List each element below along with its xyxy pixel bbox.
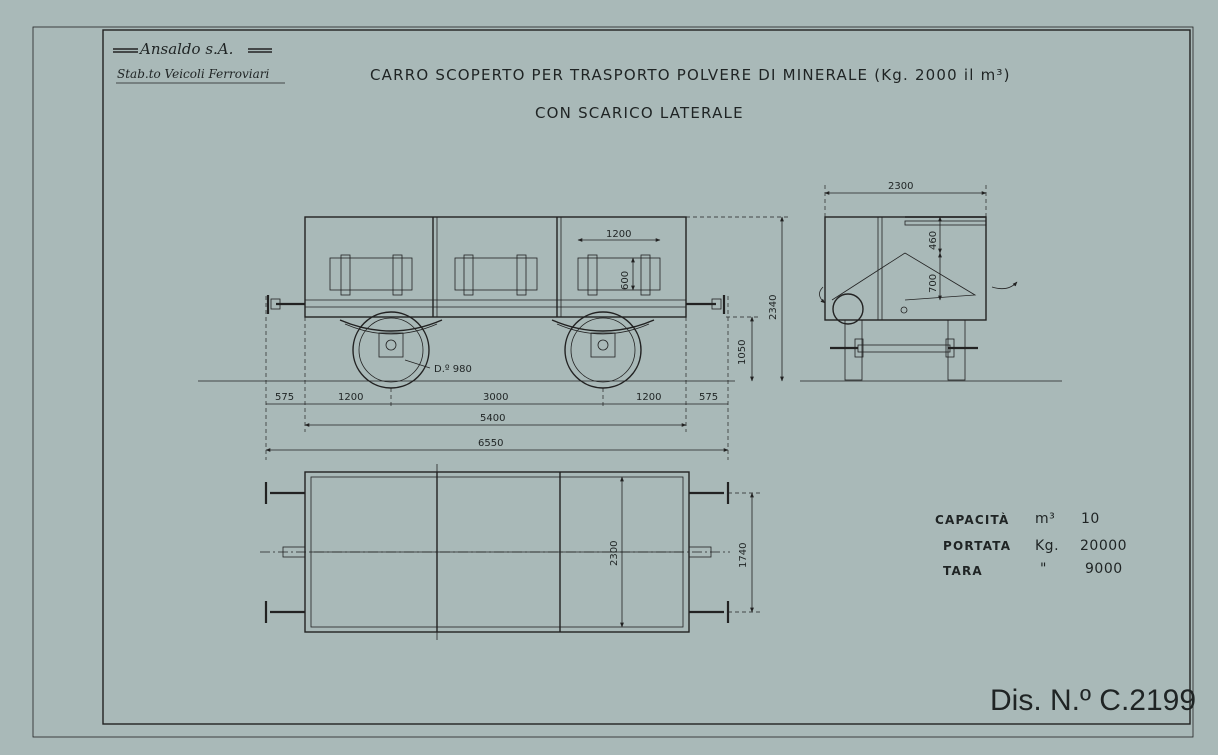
title-block: Ansaldo s.A. Stab.to Veicoli Ferroviari … xyxy=(113,40,1011,122)
dim-overhang-left: 575 xyxy=(275,392,294,403)
plan-coupling-left xyxy=(282,546,306,558)
side-view: D.º 980 1200 600 2340 1050 575 1200 3000… xyxy=(198,216,790,460)
side-door-2 xyxy=(454,254,538,296)
side-door-3 xyxy=(577,254,661,296)
dim-axle-offset-right: 1200 xyxy=(636,392,661,403)
specs-table: CAPACITÀ m³ 10 PORTATA Kg. 20000 TARA " … xyxy=(935,511,1127,578)
plan-buffer-bottom-left xyxy=(264,601,305,623)
spec-unit-capacity: m³ xyxy=(1035,511,1055,527)
plan-buffer-top-right xyxy=(689,482,730,504)
dim-overhang-right: 575 xyxy=(699,392,718,403)
company-name: Ansaldo s.A. xyxy=(138,40,233,58)
dim-body-length: 5400 xyxy=(480,413,505,424)
spec-unit-tare: " xyxy=(1040,561,1047,577)
dim-total-height: 2340 xyxy=(768,295,779,320)
dim-flap-height: 460 xyxy=(928,231,939,250)
plan-view: 2300 1740 xyxy=(260,464,760,640)
dim-wheel-diameter: D.º 980 xyxy=(434,364,472,375)
buffer-right xyxy=(686,295,726,314)
plan-buffer-bottom-right xyxy=(689,601,730,623)
spec-value-capacity: 10 xyxy=(1081,511,1100,527)
dim-end-width: 2300 xyxy=(888,181,913,192)
spec-value-payload: 20000 xyxy=(1080,538,1127,554)
dim-overall-length: 6550 xyxy=(478,438,503,449)
dim-chute-height: 700 xyxy=(928,274,939,293)
dim-plan-body-width: 2300 xyxy=(609,541,620,566)
drawing-number: Dis. N.º C.2199 xyxy=(990,684,1196,717)
end-body xyxy=(824,216,987,321)
wheel-left xyxy=(352,311,430,389)
wheel-right xyxy=(564,311,642,389)
dim-buffer-spacing: 1740 xyxy=(738,543,749,568)
side-door-1 xyxy=(329,254,413,296)
spec-unit-payload: Kg. xyxy=(1035,538,1059,554)
dim-axle-offset-left: 1200 xyxy=(338,392,363,403)
plan-coupling-right xyxy=(688,546,712,558)
inner-border xyxy=(102,29,1191,725)
plan-buffer-top-left xyxy=(264,482,305,504)
drawing-title-line2: CON SCARICO LATERALE xyxy=(535,104,744,122)
spec-label-payload: PORTATA xyxy=(943,539,1011,553)
works-name: Stab.to Veicoli Ferroviari xyxy=(117,67,269,81)
dim-floor-height: 1050 xyxy=(737,340,748,365)
outer-border xyxy=(32,26,1194,738)
end-view: 2300 460 700 xyxy=(800,181,1062,382)
drawing-title-line1: CARRO SCOPERTO PER TRASPORTO POLVERE DI … xyxy=(370,66,1011,84)
dim-door-height: 600 xyxy=(620,271,631,290)
buffer-left xyxy=(266,295,305,314)
spec-label-tare: TARA xyxy=(943,564,983,578)
wagon-body xyxy=(304,216,687,318)
horizontal-dimension-lines xyxy=(265,296,729,460)
dim-wheelbase: 3000 xyxy=(483,392,508,403)
dim-door-width: 1200 xyxy=(606,229,631,240)
spec-value-tare: 9000 xyxy=(1085,561,1123,577)
spec-label-capacity: CAPACITÀ xyxy=(935,512,1010,527)
